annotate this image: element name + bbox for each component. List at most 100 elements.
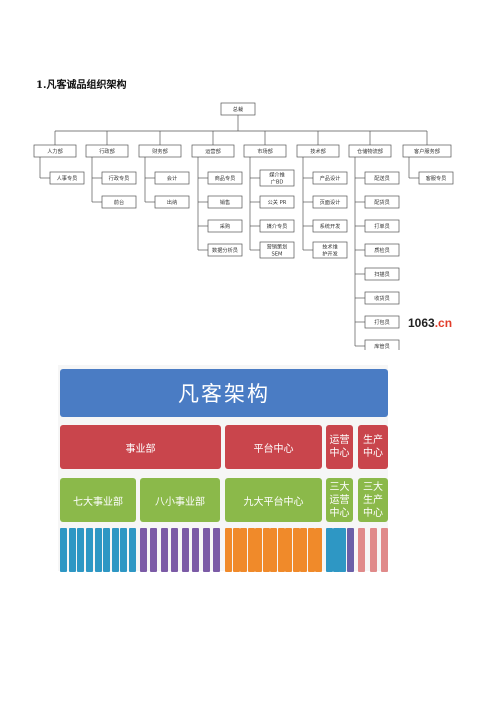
role-1-0: 行政专员 bbox=[101, 171, 137, 185]
role-5-0: 产品设计 bbox=[312, 171, 348, 185]
svg-text:公关 PR: 公关 PR bbox=[268, 198, 287, 206]
detail-strip bbox=[171, 528, 179, 572]
role-4-1: 公关 PR bbox=[259, 195, 295, 209]
role-3-2: 采购 bbox=[207, 219, 243, 233]
detail-strip bbox=[307, 528, 315, 572]
detail-strip bbox=[77, 528, 85, 572]
svg-text:采购: 采购 bbox=[220, 222, 230, 230]
svg-text:会计: 会计 bbox=[167, 174, 177, 182]
detail-strip bbox=[285, 528, 292, 572]
svg-text:收货员: 收货员 bbox=[374, 294, 390, 302]
detail-strip bbox=[255, 528, 262, 572]
watermark-logo: 1063.cn bbox=[408, 316, 453, 330]
detail-strip bbox=[225, 528, 232, 572]
detail-strip bbox=[213, 528, 220, 572]
svg-text:前台: 前台 bbox=[114, 198, 124, 206]
svg-text:媒介专员: 媒介专员 bbox=[267, 222, 288, 230]
role-0-0: 人事专员 bbox=[49, 171, 85, 185]
block-eight-units: 八小事业部 bbox=[140, 478, 220, 522]
svg-text:扫描员: 扫描员 bbox=[374, 270, 390, 278]
dept-7: 客户服务部 bbox=[402, 144, 452, 158]
role-3-3: 数据分析员 bbox=[207, 243, 243, 257]
svg-text:行政专员: 行政专员 bbox=[109, 174, 130, 182]
role-5-1: 页面设计 bbox=[312, 195, 348, 209]
page-heading: 1.凡客诚品组织架构 bbox=[36, 80, 127, 91]
detail-strip bbox=[300, 528, 307, 572]
role-6-0: 配送员 bbox=[364, 171, 400, 185]
detail-strip bbox=[358, 528, 365, 572]
detail-strip bbox=[339, 528, 346, 572]
block-seven-units: 七大事业部 bbox=[60, 478, 136, 522]
svg-text:质检员: 质检员 bbox=[374, 246, 390, 254]
block-platform-center: 平台中心 bbox=[225, 425, 322, 469]
role-6-2: 打单员 bbox=[364, 219, 400, 233]
block-three-operations: 三大运营中心 bbox=[326, 478, 353, 522]
svg-text:行政部: 行政部 bbox=[99, 147, 115, 155]
svg-text:系统开发: 系统开发 bbox=[320, 222, 341, 230]
detail-strip bbox=[192, 528, 200, 572]
role-3-0: 商品专员 bbox=[207, 171, 243, 185]
detail-strip bbox=[347, 528, 354, 572]
role-6-5: 收货员 bbox=[364, 291, 400, 305]
detail-strip bbox=[181, 528, 189, 572]
svg-text:SEM: SEM bbox=[271, 252, 282, 258]
dept-0: 人力部 bbox=[33, 144, 77, 158]
svg-text:广BD: 广BD bbox=[271, 178, 284, 186]
detail-strip bbox=[262, 528, 270, 572]
svg-text:打单员: 打单员 bbox=[374, 222, 390, 230]
block-nine-platforms: 九大平台中心 bbox=[225, 478, 322, 522]
svg-text:财务部: 财务部 bbox=[152, 147, 168, 155]
detail-strip bbox=[111, 528, 119, 572]
svg-text:技术维: 技术维 bbox=[322, 243, 338, 251]
svg-text:库管员: 库管员 bbox=[374, 342, 390, 350]
detail-strip bbox=[315, 528, 322, 572]
svg-text:客户服务部: 客户服务部 bbox=[414, 147, 440, 155]
svg-text:出纳: 出纳 bbox=[167, 198, 177, 206]
detail-strip bbox=[120, 528, 128, 572]
role-6-6: 打包员 bbox=[364, 315, 400, 329]
org-root: 总裁 bbox=[220, 102, 256, 116]
svg-text:产品设计: 产品设计 bbox=[320, 174, 341, 182]
role-7-0: 客服专员 bbox=[418, 171, 454, 185]
detail-strip bbox=[240, 528, 247, 572]
svg-text:商品专员: 商品专员 bbox=[215, 174, 236, 182]
role-3-1: 销售 bbox=[207, 195, 243, 209]
svg-text:打包员: 打包员 bbox=[374, 318, 390, 326]
svg-text:媒介推: 媒介推 bbox=[269, 171, 285, 179]
detail-strip bbox=[160, 528, 168, 572]
dept-2: 财务部 bbox=[138, 144, 182, 158]
block-production-center: 生产中心 bbox=[358, 425, 388, 469]
svg-text:市场部: 市场部 bbox=[257, 147, 273, 155]
svg-text:技术部: 技术部 bbox=[310, 147, 326, 155]
role-6-3: 质检员 bbox=[364, 243, 400, 257]
svg-text:销售: 销售 bbox=[220, 198, 230, 206]
block-three-production: 三大生产中心 bbox=[358, 478, 388, 522]
svg-text:护开发: 护开发 bbox=[322, 250, 338, 258]
svg-text:运营部: 运营部 bbox=[205, 147, 221, 155]
svg-text:总裁: 总裁 bbox=[233, 105, 243, 113]
detail-strip bbox=[202, 528, 210, 572]
svg-text:人力部: 人力部 bbox=[47, 147, 63, 155]
detail-strip bbox=[381, 528, 388, 572]
dept-4: 市场部 bbox=[243, 144, 287, 158]
role-5-2: 系统开发 bbox=[312, 219, 348, 233]
dept-3: 运营部 bbox=[191, 144, 235, 158]
svg-text:客服专员: 客服专员 bbox=[426, 174, 447, 182]
svg-text:页面设计: 页面设计 bbox=[320, 198, 341, 206]
role-1-1: 前台 bbox=[101, 195, 137, 209]
svg-text:配送员: 配送员 bbox=[374, 174, 390, 182]
svg-text:人事专员: 人事专员 bbox=[57, 174, 78, 182]
dept-1: 行政部 bbox=[85, 144, 129, 158]
detail-strip bbox=[247, 528, 255, 572]
detail-strip bbox=[94, 528, 102, 572]
dept-5: 技术部 bbox=[296, 144, 340, 158]
detail-strip bbox=[277, 528, 285, 572]
block-business-units: 事业部 bbox=[60, 425, 221, 469]
detail-strip bbox=[232, 528, 240, 572]
detail-strip bbox=[326, 528, 333, 572]
detail-strip bbox=[85, 528, 93, 572]
detail-strip bbox=[292, 528, 300, 572]
dept-6: 仓储物流部 bbox=[348, 144, 392, 158]
